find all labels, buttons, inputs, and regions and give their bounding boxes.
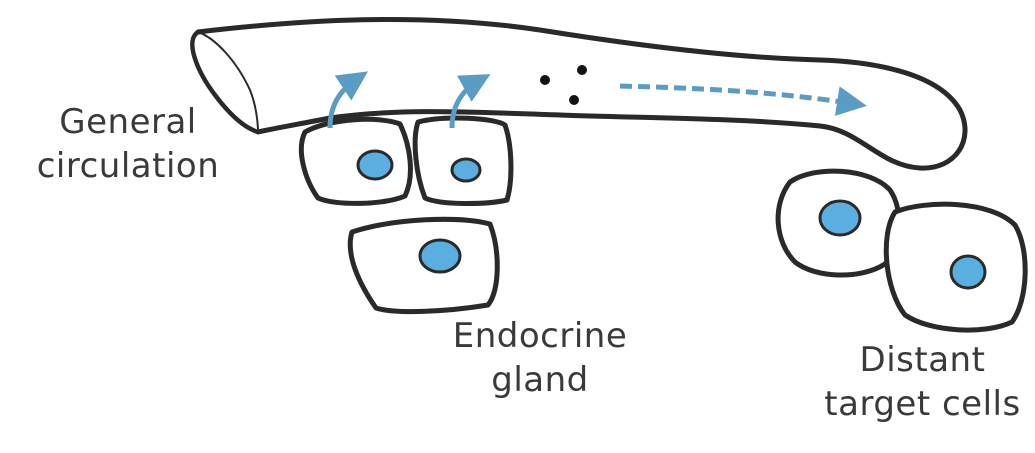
general-circulation-label: General circulation [18, 100, 238, 188]
target-cells [778, 171, 1025, 330]
distant-target-cells-label-line1: Distant [810, 338, 1035, 382]
hormone-particles [540, 65, 587, 105]
flow-arrow [620, 86, 855, 104]
distant-target-cells-label-line2: target cells [810, 382, 1035, 426]
dot-icon [577, 65, 587, 75]
dashed-arrow-right-icon [620, 86, 855, 104]
endocrine-gland-label-line2: gland [420, 358, 660, 402]
general-circulation-label-line1: General [18, 100, 238, 144]
general-circulation-label-line2: circulation [18, 144, 238, 188]
nucleus [358, 151, 392, 179]
nucleus [420, 240, 460, 272]
gland-cell [301, 119, 410, 203]
endocrine-gland [301, 118, 511, 312]
nucleus [820, 201, 860, 235]
endocrine-gland-label: Endocrine gland [420, 314, 660, 402]
nucleus [452, 159, 480, 181]
dot-icon [569, 95, 579, 105]
distant-target-cells-label: Distant target cells [810, 338, 1035, 426]
nucleus [951, 256, 985, 288]
dot-icon [540, 75, 550, 85]
endocrine-gland-label-line1: Endocrine [420, 314, 660, 358]
